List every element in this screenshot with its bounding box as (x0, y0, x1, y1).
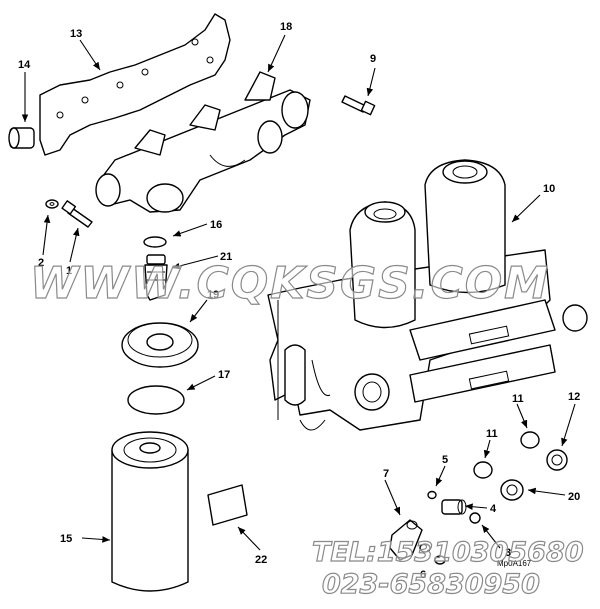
o-ring-5 (427, 490, 437, 500)
leader-lines (21, 34, 576, 551)
callout-10: 10 (543, 183, 555, 195)
filter-assembly-10 (267, 159, 588, 431)
callout-17: 17 (218, 369, 230, 381)
o-ring-6 (419, 543, 431, 553)
o-ring-3-lower (434, 555, 446, 565)
callout-18: 18 (280, 21, 292, 33)
callout-11-lower: 11 (486, 428, 498, 440)
callout-9: 9 (370, 53, 376, 65)
capscrew-9 (341, 95, 376, 116)
filter-cartridge-15 (111, 431, 189, 592)
watermark-site: WWW.CQKSGS.COM (29, 257, 550, 309)
callout-4: 4 (490, 503, 497, 515)
decal-22 (207, 484, 248, 526)
elbow-7 (389, 519, 423, 561)
callout-12: 12 (568, 391, 580, 403)
o-ring-11-lower (473, 461, 493, 479)
callout-15: 15 (60, 533, 72, 545)
bolt-1 (61, 200, 93, 228)
watermark-tel: TEL:15310305680 (311, 536, 584, 568)
callout-19: 19 (207, 289, 219, 301)
grommet-14 (8, 127, 35, 149)
adapter-ring-19 (121, 322, 199, 368)
o-ring-3-upper (469, 512, 481, 524)
watermark-phone: 023-65830950 (321, 568, 540, 600)
o-ring-16 (143, 236, 167, 248)
plug-20 (500, 479, 524, 501)
sealing-ring-17 (127, 385, 185, 415)
adapter-4 (441, 499, 467, 515)
drawing-stamp: Mp0A167 (497, 559, 532, 568)
callout-2: 2 (38, 257, 44, 269)
callout-labels: 13 14 18 9 10 16 2 1 21 19 17 11 12 11 5… (18, 21, 580, 581)
callout-11-upper: 11 (512, 393, 524, 405)
callout-3: 3 (505, 547, 511, 559)
callout-7: 7 (383, 468, 389, 480)
callout-16: 16 (210, 219, 222, 231)
filter-head-manifold-18 (95, 71, 311, 213)
callout-13: 13 (70, 28, 82, 40)
callout-1: 1 (66, 265, 72, 277)
callout-22: 22 (255, 554, 267, 566)
plug-12 (546, 449, 568, 471)
callout-5: 5 (442, 454, 448, 466)
nipple-21 (144, 254, 168, 301)
washer-2 (45, 199, 59, 209)
callout-21: 21 (220, 251, 232, 263)
o-ring-11-upper (520, 431, 540, 449)
gasket-plate-13 (39, 13, 231, 156)
callout-6: 6 (420, 569, 426, 581)
callout-14: 14 (18, 59, 31, 71)
callout-20: 20 (568, 491, 580, 503)
